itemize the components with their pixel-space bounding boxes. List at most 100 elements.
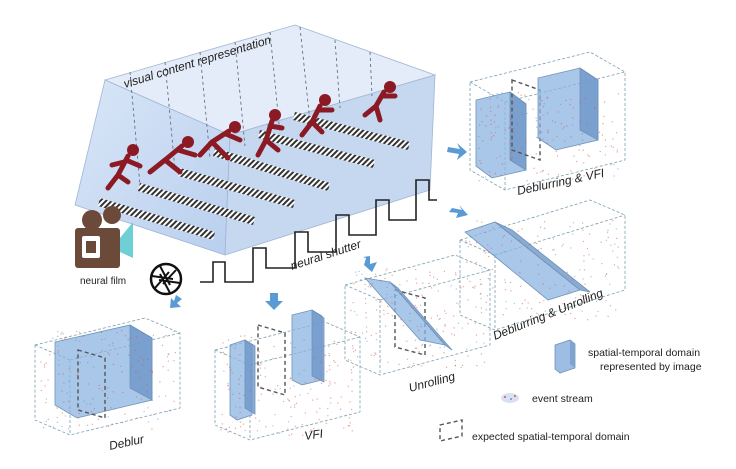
- event-dot: [57, 331, 59, 333]
- event-dot: [521, 228, 523, 230]
- event-dot: [43, 364, 46, 366]
- event-dot: [386, 293, 388, 296]
- event-dot: [482, 140, 484, 142]
- event-dot: [487, 278, 489, 280]
- event-dot: [352, 366, 354, 368]
- event-dot: [112, 344, 114, 347]
- event-dot: [438, 318, 440, 320]
- event-dot: [365, 298, 367, 300]
- event-dot: [568, 290, 570, 292]
- event-dot: [112, 391, 114, 393]
- event-dot: [536, 312, 538, 314]
- event-dot: [508, 127, 510, 129]
- event-dot: [60, 333, 62, 335]
- event-dot: [421, 343, 424, 345]
- event-dot: [145, 346, 147, 348]
- event-dot: [525, 142, 527, 144]
- event-dot: [259, 364, 261, 366]
- event-dot: [349, 401, 351, 403]
- event-dot: [348, 417, 351, 419]
- runner-sequence: [105, 81, 398, 191]
- event-dot: [526, 247, 528, 249]
- event-dot: [91, 411, 93, 413]
- event-dot: [101, 390, 103, 392]
- event-dot: [617, 266, 619, 268]
- event-dot: [78, 405, 80, 407]
- event-dot: [569, 104, 571, 106]
- event-dot: [56, 416, 58, 419]
- event-dot: [485, 301, 487, 303]
- event-dot: [483, 361, 486, 363]
- event-dot: [442, 330, 444, 332]
- legend-event-swatch: [501, 393, 519, 403]
- event-dot: [572, 107, 574, 109]
- event-dot: [137, 371, 139, 373]
- event-dot: [583, 299, 585, 301]
- event-dot: [616, 151, 618, 153]
- event-dot: [433, 276, 435, 278]
- event-dot: [583, 269, 586, 271]
- event-dot: [56, 421, 59, 423]
- event-dot: [540, 171, 542, 173]
- event-dot: [61, 425, 63, 428]
- event-dot: [486, 295, 488, 297]
- event-dot: [387, 312, 389, 315]
- event-dot: [612, 220, 614, 222]
- neural-shutter-wave: [200, 179, 437, 283]
- event-dot: [279, 432, 281, 434]
- vfi-label: VFI: [303, 426, 324, 443]
- event-dot: [510, 152, 513, 154]
- event-dot: [607, 236, 609, 238]
- event-dot: [479, 124, 481, 126]
- event-dot: [581, 133, 583, 135]
- event-dot: [582, 278, 584, 280]
- event-dot: [294, 346, 296, 349]
- event-dot: [478, 180, 480, 182]
- event-dot: [600, 241, 602, 243]
- event-dot: [430, 317, 432, 319]
- event-dot: [376, 309, 378, 311]
- event-dot: [510, 158, 512, 160]
- legend-domain-line1: spatial-temporal domain: [588, 347, 700, 359]
- event-dot: [562, 303, 564, 305]
- event-dot: [165, 335, 167, 337]
- event-dot: [617, 168, 619, 170]
- deblur-label: Deblur: [108, 432, 146, 453]
- event-dot: [557, 174, 559, 176]
- event-dot: [439, 347, 441, 349]
- event-dot: [504, 129, 506, 131]
- event-dot: [222, 342, 224, 344]
- event-dot: [356, 314, 358, 316]
- event-dot: [572, 222, 575, 224]
- event-dot: [488, 256, 490, 258]
- event-dot: [228, 426, 230, 428]
- event-dot: [249, 390, 251, 392]
- event-dot: [350, 359, 352, 362]
- event-dot: [587, 291, 589, 293]
- event-dot: [479, 279, 481, 281]
- exposure-bar: [293, 112, 410, 150]
- event-dot: [421, 345, 423, 347]
- event-dot: [107, 416, 109, 418]
- event-dot: [614, 243, 616, 245]
- event-dot: [318, 418, 320, 421]
- event-dot: [572, 124, 574, 126]
- event-dot: [500, 174, 502, 176]
- event-dot: [554, 121, 556, 123]
- event-dot: [354, 331, 357, 334]
- event-dot: [544, 261, 546, 263]
- event-dot: [174, 352, 176, 354]
- event-dot: [57, 345, 59, 347]
- event-dot: [570, 170, 572, 172]
- event-dot: [289, 378, 291, 380]
- event-dot: [616, 237, 618, 239]
- event-dot: [364, 283, 366, 285]
- event-dot: [92, 398, 94, 400]
- event-dot: [101, 338, 103, 341]
- event-dot: [165, 395, 167, 397]
- event-dot: [457, 322, 460, 324]
- event-dot: [478, 135, 480, 137]
- event-dot: [538, 292, 540, 294]
- event-dot: [40, 361, 42, 363]
- event-dot: [504, 281, 506, 284]
